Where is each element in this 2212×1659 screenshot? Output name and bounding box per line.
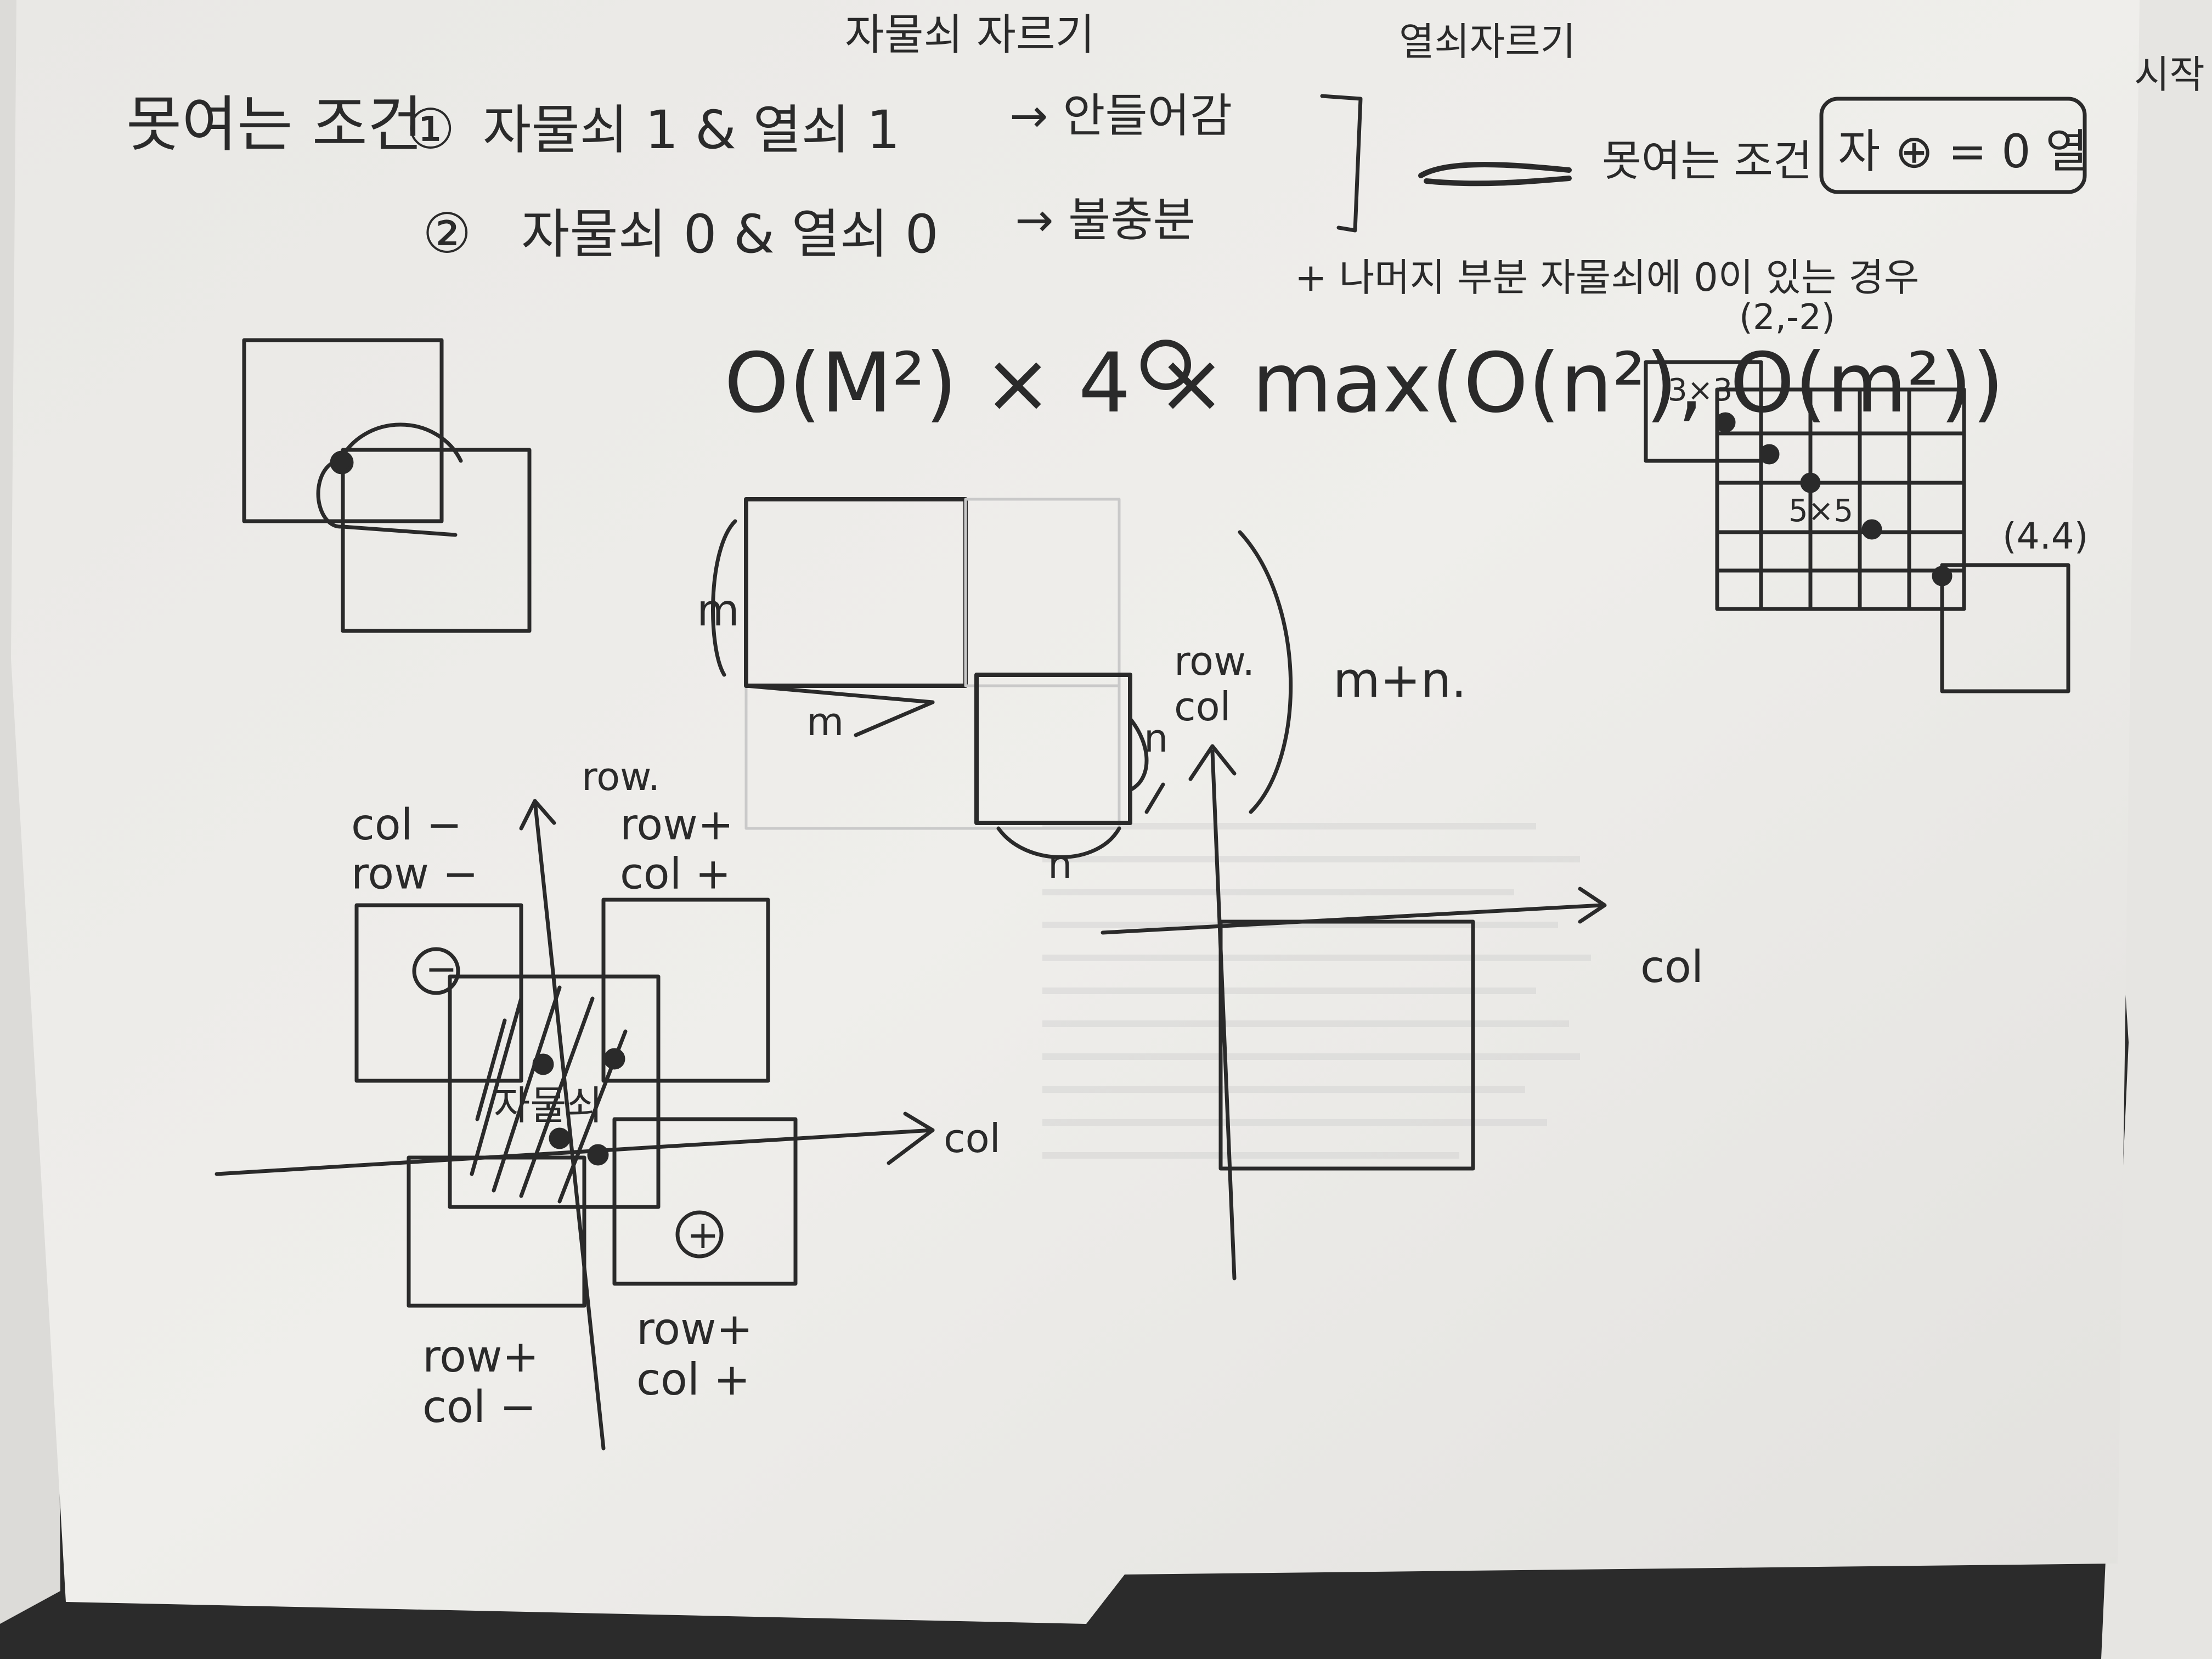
right-note-title: 못여는 조건 xyxy=(1602,137,1813,186)
label-plus-circle: + xyxy=(687,1212,719,1257)
label-m-left: m xyxy=(697,585,740,636)
scribble-out xyxy=(1418,162,1572,187)
label-quad-top-right: row+col + xyxy=(620,800,733,899)
right-note-extra: + 나머지 부분 자물쇠에 0이 있는 경우 xyxy=(1295,255,1919,300)
right-grid xyxy=(1644,360,2070,693)
label-coord-bottom: (4.4) xyxy=(2002,515,2088,557)
condition-2-text: 자물쇠 0 & 열쇠 0 xyxy=(521,204,939,265)
label-m-diag: m xyxy=(806,699,844,744)
quadrant-diagram xyxy=(215,799,935,1451)
condition-1-number: ① xyxy=(406,97,455,161)
axes-right xyxy=(1101,744,1607,1280)
condition-2-result: → 불충분 xyxy=(1015,193,1195,247)
complexity: O(M²) × 4 × max(O(n²), O(m²)) xyxy=(724,336,2004,431)
label-row-axis-left: row. xyxy=(582,754,660,799)
condition-1-text: 자물쇠 1 & 열쇠 1 xyxy=(483,99,900,161)
conditions-title: 못여는 조건 xyxy=(126,89,423,160)
conditions-bracket xyxy=(1320,94,1363,233)
left-heading: 자물쇠 자르기 xyxy=(845,10,1094,60)
label-coord-top: (2,-2) xyxy=(1739,297,1835,338)
label-grid-center: 5×5 xyxy=(1788,493,1853,529)
label-row-col: row.col xyxy=(1174,638,1255,730)
label-lock-center: 자물쇠 xyxy=(494,1082,603,1128)
label-minus-circle: − xyxy=(425,946,458,991)
label-n-bottom: n xyxy=(1048,842,1072,887)
label-m-plus-n: m+n. xyxy=(1333,652,1466,708)
mn-squares xyxy=(711,497,1293,859)
right-note-box xyxy=(1819,97,2087,194)
handwriting: 자물쇠 자르기 열쇠자르기 못여는 조건 ① 자물쇠 1 & 열쇠 1 → 안들… xyxy=(126,10,2205,1451)
label-quad-top-left: col −row − xyxy=(351,800,478,899)
paper-sheet xyxy=(11,0,2140,1624)
condition-2-number: ② xyxy=(422,201,472,266)
label-n-side: n xyxy=(1144,716,1168,761)
label-col-right: col xyxy=(1640,941,1703,992)
margin-right-note: 시작 xyxy=(2134,52,2205,97)
label-col-axis-left: col xyxy=(944,1115,1001,1161)
condition-1-result: → 안들어감 xyxy=(1009,89,1232,143)
right-heading: 열쇠자르기 xyxy=(1399,19,1576,64)
right-note-boxed: 자 ⊕ = 0 열 xyxy=(1838,125,2088,178)
overlap-diagram xyxy=(242,338,532,633)
scribble-circle xyxy=(1141,340,1191,390)
label-grid-box: 3×3 xyxy=(1668,373,1733,408)
label-quad-bottom-right: row+col + xyxy=(636,1304,753,1405)
label-quad-bottom-left: row+col − xyxy=(422,1331,539,1432)
